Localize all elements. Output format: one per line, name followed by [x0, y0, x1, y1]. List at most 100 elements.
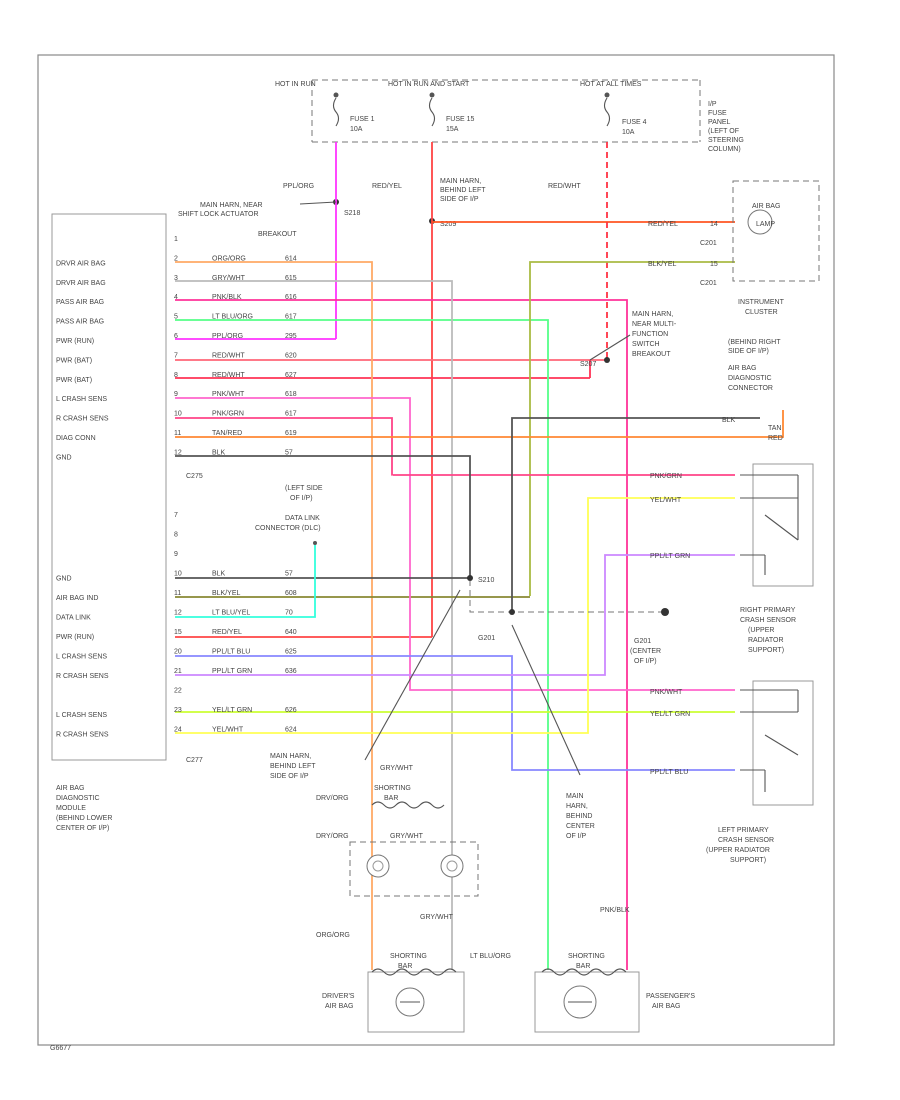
svg-text:(UPPER: (UPPER [748, 627, 774, 634]
svg-text:SHORTING: SHORTING [374, 785, 411, 792]
wire-blk-diag [511, 417, 760, 612]
svg-text:14: 14 [710, 221, 718, 228]
svg-text:SIDE OF I/P: SIDE OF I/P [270, 773, 309, 780]
svg-text:(UPPER RADIATOR: (UPPER RADIATOR [706, 847, 770, 854]
wire-pnk-blk [175, 299, 628, 970]
svg-text:S207: S207 [580, 361, 596, 368]
svg-text:SUPPORT): SUPPORT) [730, 857, 766, 864]
svg-text:(CENTER: (CENTER [630, 648, 661, 655]
fuse-panel-label-4: (LEFT OF [708, 128, 739, 135]
svg-text:(BEHIND RIGHT: (BEHIND RIGHT [728, 339, 781, 346]
pin-wire-color: LT BLU/ORG [212, 314, 253, 321]
data-link-connector: (LEFT SIDE OF I/P) DATA LINK CONNECTOR (… [255, 485, 323, 545]
pin-circuit-number: 626 [285, 707, 297, 714]
svg-text:PNK/GRN: PNK/GRN [650, 473, 682, 480]
ground-dashed-g201 [469, 580, 665, 613]
pin-circuit-number: 614 [285, 255, 297, 262]
pin-circuit-number: 625 [285, 649, 297, 656]
pin-wire-color: RED/YEL [212, 629, 242, 636]
pin-number: 5 [174, 314, 178, 321]
pin-wire-color: BLK/YEL [212, 590, 241, 597]
pin-function-label: DATA LINK [56, 615, 91, 622]
pin-function-label: PWR (RUN) [56, 634, 94, 641]
svg-text:LEFT PRIMARY: LEFT PRIMARY [718, 827, 769, 834]
pin-number: 7 [174, 352, 178, 359]
diagram-frame [37, 54, 835, 1046]
pin-circuit-number: 608 [285, 590, 297, 597]
svg-text:10A: 10A [622, 129, 635, 136]
pin-number: 24 [174, 727, 182, 734]
connector-c277-label: C277 [186, 757, 203, 764]
svg-text:SWITCH: SWITCH [632, 341, 660, 348]
pin-function-label: R CRASH SENS [56, 732, 109, 739]
svg-text:LT BLU/ORG: LT BLU/ORG [470, 953, 511, 960]
wire-lt-blu-yel [175, 545, 316, 618]
svg-text:C201: C201 [700, 240, 717, 247]
svg-text:BEHIND LEFT: BEHIND LEFT [440, 187, 486, 194]
right-sensor-label: RIGHT PRIMARY CRASH SENSOR (UPPER RADIAT… [740, 607, 796, 654]
svg-text:SUPPORT): SUPPORT) [748, 647, 784, 654]
pin-wire-color: RED/WHT [212, 352, 245, 359]
svg-text:SHORTING: SHORTING [568, 953, 605, 960]
pin-number: 6 [174, 333, 178, 340]
svg-text:MAIN HARN,: MAIN HARN, [632, 311, 673, 318]
svg-text:CRASH SENSOR: CRASH SENSOR [718, 837, 774, 844]
svg-text:RADIATOR: RADIATOR [748, 637, 784, 644]
pin-function-label: PASS AIR BAG [56, 299, 104, 306]
svg-text:GRY/WHT: GRY/WHT [420, 914, 454, 921]
pin-number: 22 [174, 688, 182, 695]
pin-wire-color: BLK [212, 449, 226, 456]
svg-text:10A: 10A [350, 126, 363, 133]
svg-text:BAR: BAR [576, 963, 590, 970]
svg-text:OF I/P: OF I/P [566, 833, 587, 840]
fuse-panel: HOT IN RUN HOT IN RUN AND START HOT AT A… [275, 79, 744, 153]
svg-text:15: 15 [710, 261, 718, 268]
pin-function-label: DRVR AIR BAG [56, 280, 106, 287]
dlc-pin-icon [313, 541, 317, 545]
pin-circuit-number: 640 [285, 629, 297, 636]
svg-text:SHIFT LOCK ACTUATOR: SHIFT LOCK ACTUATOR [178, 211, 259, 218]
pin-wire-color: LT BLU/YEL [212, 610, 250, 617]
svg-text:15A: 15A [446, 126, 459, 133]
splice-s207-labels: MAIN HARN, NEAR MULTI- FUNCTION SWITCH B… [580, 311, 677, 368]
pin-function-label: R CRASH SENS [56, 673, 109, 680]
svg-text:S218: S218 [344, 210, 360, 217]
svg-text:DIAGNOSTIC: DIAGNOSTIC [728, 375, 772, 382]
lamp-bulb-icon [747, 209, 773, 235]
splice-s207-dot [604, 357, 610, 363]
svg-text:RIGHT PRIMARY: RIGHT PRIMARY [740, 607, 796, 614]
fuse-panel-label-5: STEERING [708, 137, 744, 144]
fuse-15: FUSE 15 15A [428, 92, 475, 133]
pin-function-label: DIAG CONN [56, 435, 96, 442]
instrument-cluster-label-2: CLUSTER [745, 309, 778, 316]
pin-wire-color: YEL/WHT [212, 727, 244, 734]
splice-s209-labels: MAIN HARN, BEHIND LEFT SIDE OF I/P S209 [429, 178, 486, 228]
svg-text:S209: S209 [440, 221, 456, 228]
pin-function-label: DRVR AIR BAG [56, 260, 106, 267]
airbag-lamp: AIR BAG LAMP C201 C201 RED/YEL 14 BLK/YE… [648, 180, 820, 287]
pin-function-label: R CRASH SENS [56, 416, 109, 423]
pin-circuit-number: 627 [285, 372, 297, 379]
svg-text:ORG/ORG: ORG/ORG [316, 932, 350, 939]
wire-ppl-lt-blu [175, 655, 735, 771]
pin-circuit-number: 617 [285, 411, 297, 418]
svg-text:PPL/LT BLU: PPL/LT BLU [650, 769, 688, 776]
splice-g201-label: G201 [478, 635, 495, 642]
wire-blk-gnd-top [175, 455, 471, 578]
svg-text:DIAGNOSTIC: DIAGNOSTIC [56, 795, 100, 802]
svg-text:RED/YEL: RED/YEL [648, 221, 678, 228]
fuse-panel-label-6: COLUMN) [708, 146, 741, 153]
pin-function-label: GND [56, 454, 72, 461]
svg-text:PNK/BLK: PNK/BLK [600, 907, 630, 914]
airbag-diagnostic-connector: (BEHIND RIGHT SIDE OF I/P) AIR BAG DIAGN… [722, 339, 783, 442]
